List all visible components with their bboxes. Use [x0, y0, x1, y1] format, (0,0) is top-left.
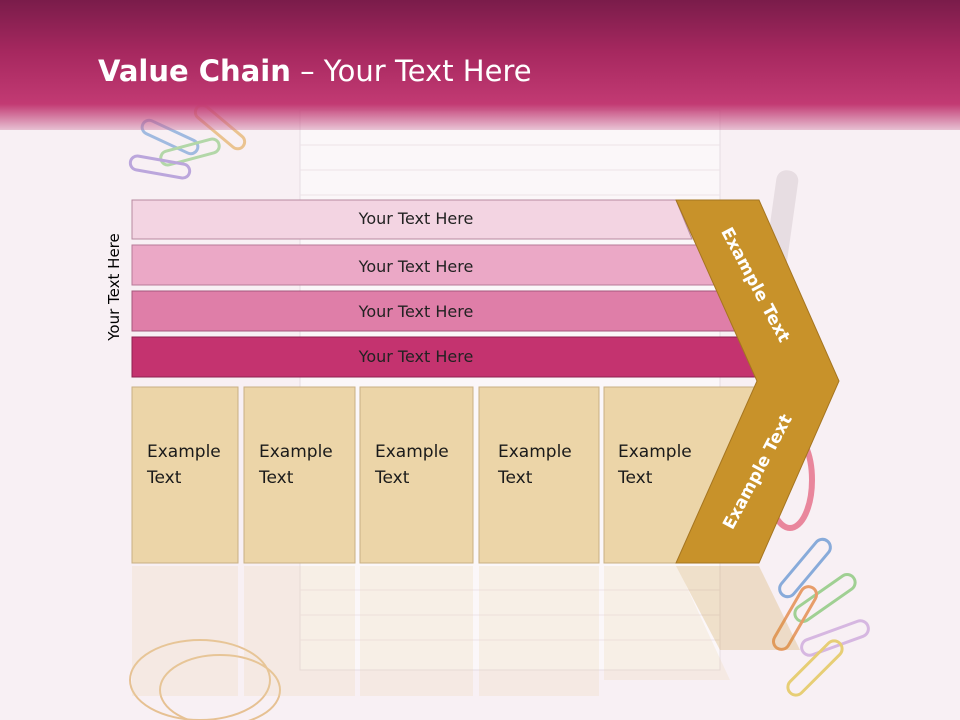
bar-label-2: Your Text Here	[358, 257, 474, 276]
box-2	[243, 386, 356, 564]
bar-1	[131, 199, 693, 240]
title-rest: – Your Text Here	[290, 54, 532, 88]
reflection	[132, 566, 800, 696]
bar-label-4: Your Text Here	[358, 347, 474, 366]
title-bold: Value Chain	[98, 54, 291, 88]
box-3	[359, 386, 474, 564]
header-banner	[0, 0, 960, 130]
page-title: Value Chain – Your Text Here	[98, 54, 532, 88]
bar-label-3: Your Text Here	[358, 302, 474, 321]
chevron-arrow	[675, 199, 840, 564]
box-1	[131, 386, 239, 564]
box-4	[478, 386, 600, 564]
bar-label-1: Your Text Here	[358, 209, 474, 228]
